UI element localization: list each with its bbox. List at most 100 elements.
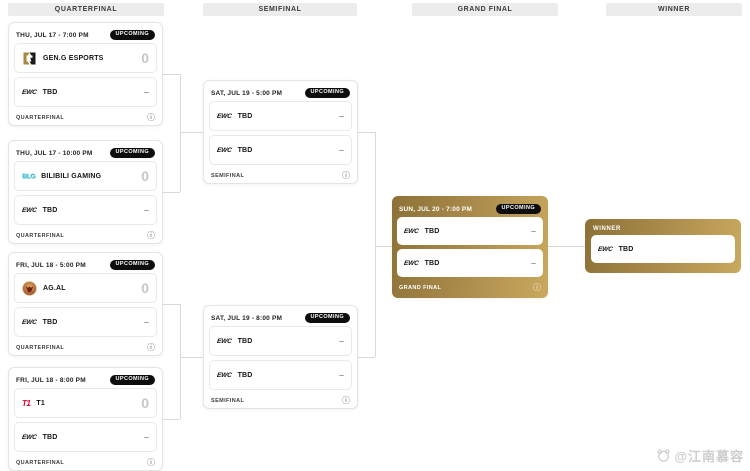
team-row[interactable]: EWC TBD –: [14, 195, 157, 225]
t1-logo: T1: [22, 398, 31, 408]
status-badge: UPCOMING: [109, 375, 155, 385]
team-score: 0: [141, 50, 149, 66]
ewc-logo: EWC: [403, 259, 420, 267]
ewc-logo: EWC: [403, 227, 420, 235]
team-name: TBD: [237, 337, 253, 345]
stage-label: QUARTERFINAL: [16, 115, 65, 121]
match-card-qf4[interactable]: FRI, JUL 18 - 8:00 PM UPCOMING T1 T1 0 E…: [8, 367, 163, 471]
ewc-logo: EWC: [597, 245, 614, 253]
match-schedule: FRI, JUL 18 - 8:00 PM: [16, 376, 86, 384]
team-score: 0: [141, 395, 149, 411]
column-header-label: QUARTERFINAL: [54, 6, 118, 13]
bracket-connector: [548, 246, 585, 247]
status-badge: UPCOMING: [109, 260, 155, 270]
team-name: TBD: [237, 371, 253, 379]
ewc-logo: EWC: [216, 146, 233, 154]
info-icon[interactable]: ⓘ: [147, 458, 155, 467]
match-card-qf2[interactable]: THU, JUL 17 - 10:00 PM UPCOMING BLG BILI…: [8, 140, 163, 244]
match-header: FRI, JUL 18 - 8:00 PM UPCOMING: [14, 372, 157, 388]
match-footer: QUARTERFINAL ⓘ: [14, 229, 157, 243]
match-schedule: SAT, JUL 19 - 5:00 PM: [211, 89, 283, 97]
info-icon[interactable]: ⓘ: [147, 231, 155, 240]
status-badge: UPCOMING: [109, 30, 155, 40]
info-icon[interactable]: ⓘ: [147, 113, 155, 122]
toutiao-logo-icon: [656, 448, 671, 463]
team-row[interactable]: EWC TBD –: [397, 249, 543, 277]
match-footer: GRAND FINAL ⓘ: [397, 281, 543, 295]
match-schedule: THU, JUL 17 - 7:00 PM: [16, 31, 89, 39]
ewc-logo: EWC: [216, 371, 233, 379]
status-badge: UPCOMING: [304, 88, 350, 98]
team-name: T1: [36, 399, 45, 407]
info-icon[interactable]: ⓘ: [147, 343, 155, 352]
team-score: –: [143, 317, 149, 327]
team-row[interactable]: EWC TBD –: [209, 135, 352, 165]
team-row[interactable]: EWC TBD: [591, 235, 735, 263]
team-name: GEN.G ESPORTS: [43, 54, 104, 62]
column-header-semifinal: SEMIFINAL: [203, 3, 357, 16]
team-score: –: [338, 145, 344, 155]
team-row[interactable]: EWC TBD –: [397, 217, 543, 245]
team-row[interactable]: EWC TBD –: [209, 326, 352, 356]
team-row[interactable]: T1 T1 0: [14, 388, 157, 418]
team-row[interactable]: EWC TBD –: [209, 360, 352, 390]
team-name: TBD: [237, 112, 253, 120]
team-row[interactable]: AG.AL 0: [14, 273, 157, 303]
team-score: –: [143, 432, 149, 442]
team-name: TBD: [42, 88, 58, 96]
team-name: TBD: [237, 146, 253, 154]
team-score: –: [143, 87, 149, 97]
column-header-label: SEMIFINAL: [258, 6, 302, 13]
match-header: SAT, JUL 19 - 5:00 PM UPCOMING: [209, 85, 352, 101]
info-icon[interactable]: ⓘ: [342, 171, 350, 180]
team-score: 0: [141, 280, 149, 296]
team-score: –: [143, 205, 149, 215]
bracket-connector: [375, 132, 376, 357]
team-row[interactable]: BLG BILIBILI GAMING 0: [14, 161, 157, 191]
match-card-sf2[interactable]: SAT, JUL 19 - 8:00 PM UPCOMING EWC TBD –…: [203, 305, 358, 409]
team-name: TBD: [42, 433, 58, 441]
bracket-connector: [180, 304, 181, 419]
bracket-connector: [357, 132, 375, 133]
ewc-logo: EWC: [21, 433, 38, 441]
team-score: –: [530, 226, 536, 236]
match-card-sf1[interactable]: SAT, JUL 19 - 5:00 PM UPCOMING EWC TBD –…: [203, 80, 358, 184]
bracket-connector: [163, 74, 180, 75]
team-name: TBD: [42, 206, 58, 214]
team-score: –: [338, 111, 344, 121]
team-row[interactable]: EWC TBD –: [14, 422, 157, 452]
info-icon[interactable]: ⓘ: [533, 283, 541, 292]
status-badge: UPCOMING: [304, 313, 350, 323]
match-schedule: SUN, JUL 20 - 7:00 PM: [399, 205, 473, 213]
info-icon[interactable]: ⓘ: [342, 396, 350, 405]
team-row[interactable]: EWC TBD –: [14, 77, 157, 107]
match-card-qf1[interactable]: THU, JUL 17 - 7:00 PM UPCOMING GEN.G ESP…: [8, 22, 163, 126]
stage-label: QUARTERFINAL: [16, 345, 65, 351]
blg-logo: BLG: [22, 172, 36, 180]
team-row[interactable]: EWC TBD –: [14, 307, 157, 337]
geng-logo: [22, 51, 37, 66]
match-header: THU, JUL 17 - 7:00 PM UPCOMING: [14, 27, 157, 43]
match-card-qf3[interactable]: FRI, JUL 18 - 5:00 PM UPCOMING AG.AL 0 E…: [8, 252, 163, 356]
match-card-grand-final[interactable]: SUN, JUL 20 - 7:00 PM UPCOMING EWC TBD –…: [392, 196, 548, 298]
winner-card[interactable]: WINNER EWC TBD: [585, 219, 741, 273]
ewc-logo: EWC: [21, 318, 38, 326]
team-name: TBD: [424, 227, 440, 235]
status-badge: UPCOMING: [495, 204, 541, 214]
column-header-label: GRAND FINAL: [457, 6, 513, 13]
team-row[interactable]: EWC TBD –: [209, 101, 352, 131]
match-footer: QUARTERFINAL ⓘ: [14, 341, 157, 355]
bracket-connector: [180, 132, 203, 133]
match-footer: SEMIFINAL ⓘ: [209, 394, 352, 408]
team-score: –: [530, 258, 536, 268]
stage-label: SEMIFINAL: [211, 173, 245, 179]
bracket-connector: [357, 357, 375, 358]
team-score: 0: [141, 168, 149, 184]
ewc-logo: EWC: [216, 337, 233, 345]
team-row[interactable]: GEN.G ESPORTS 0: [14, 43, 157, 73]
match-header: SAT, JUL 19 - 8:00 PM UPCOMING: [209, 310, 352, 326]
watermark-text: @江南慕容: [674, 449, 744, 464]
team-name: BILIBILI GAMING: [41, 172, 102, 180]
match-header: FRI, JUL 18 - 5:00 PM UPCOMING: [14, 257, 157, 273]
bracket-connector: [163, 192, 180, 193]
